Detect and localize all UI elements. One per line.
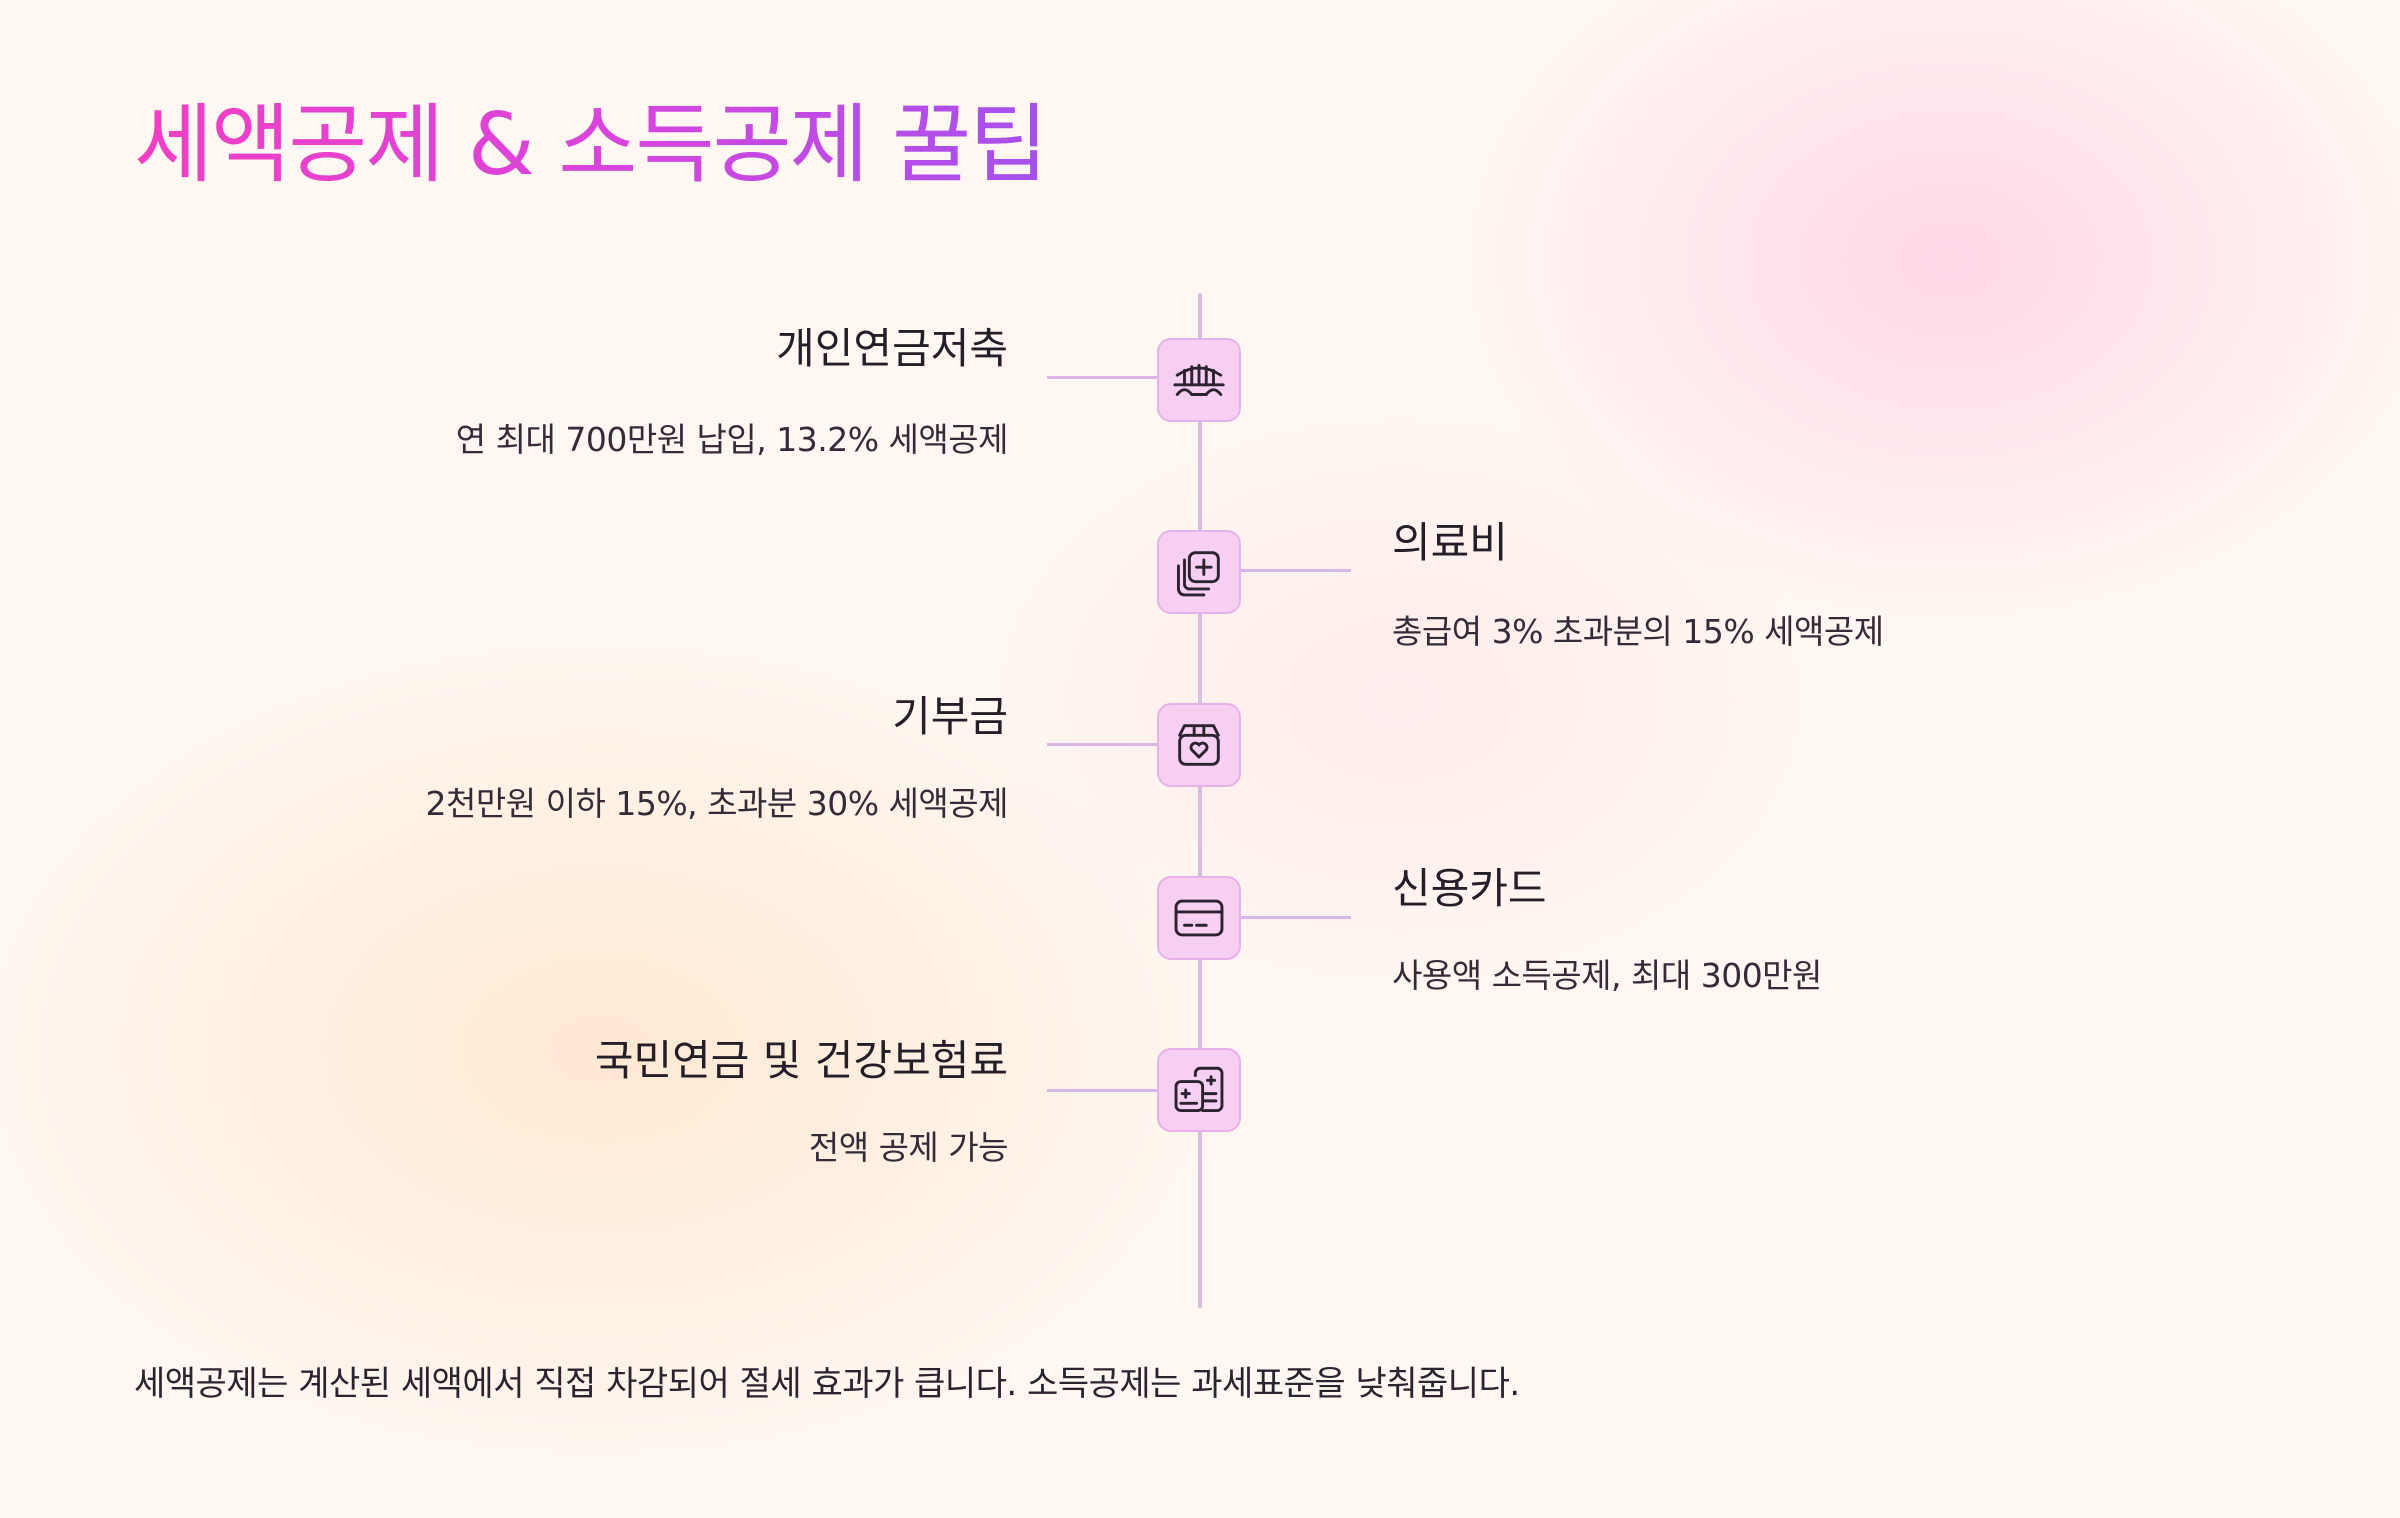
page-title: 세액공제 & 소득공제 꿀팁 (134, 95, 1048, 195)
item-title: 개인연금저축 (776, 324, 1008, 373)
item-title: 신용카드 (1392, 864, 1547, 913)
timeline-node (1157, 703, 1241, 787)
footer-note: 세액공제는 계산된 세액에서 직접 차감되어 절세 효과가 큽니다. 소득공제는… (134, 1364, 1520, 1404)
piggy-bank-icon (1173, 364, 1225, 396)
connector-line (1047, 376, 1157, 379)
item-description: 사용액 소득공제, 최대 300만원 (1392, 956, 1822, 995)
item-description: 총급여 3% 초과분의 15% 세액공제 (1392, 612, 1884, 651)
item-description: 연 최대 700만원 납입, 13.2% 세액공제 (455, 420, 1009, 459)
timeline-node (1157, 338, 1241, 422)
timeline-node (1157, 876, 1241, 960)
timeline-node (1157, 530, 1241, 614)
timeline-node (1157, 1048, 1241, 1132)
item-description: 2천만원 이하 15%, 초과분 30% 세액공제 (425, 784, 1009, 823)
connector-line (1241, 569, 1351, 572)
credit-card-icon (1174, 899, 1224, 937)
item-title: 의료비 (1392, 518, 1508, 567)
connector-line (1047, 1089, 1157, 1092)
insurance-card-icon (1174, 1066, 1224, 1112)
item-description: 전액 공제 가능 (808, 1128, 1009, 1167)
donation-box-icon (1178, 724, 1220, 766)
item-title: 기부금 (892, 692, 1008, 741)
medical-cross-icon (1177, 551, 1220, 597)
item-title: 국민연금 및 건강보험료 (594, 1036, 1008, 1085)
connector-line (1241, 916, 1351, 919)
timeline-spine (1198, 293, 1202, 1308)
connector-line (1047, 743, 1157, 746)
